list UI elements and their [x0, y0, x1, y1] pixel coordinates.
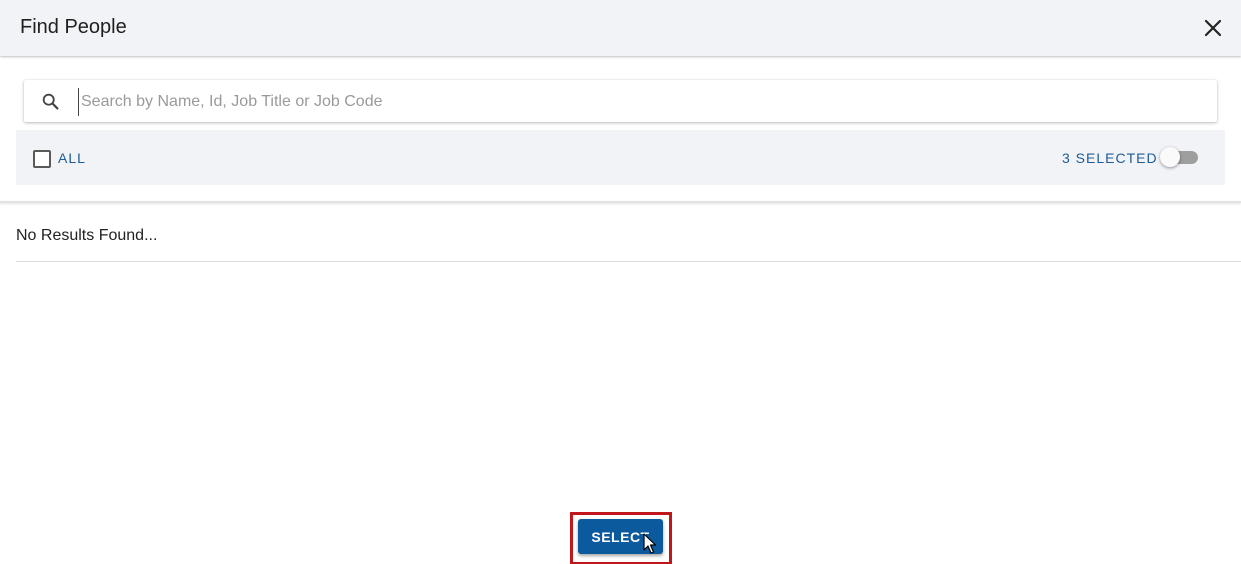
section-divider — [0, 201, 1241, 203]
highlight-outline — [570, 512, 672, 564]
close-icon — [1204, 19, 1222, 37]
select-button[interactable]: SELECT — [578, 519, 663, 554]
select-all-label[interactable]: ALL — [58, 150, 86, 166]
close-button[interactable] — [1201, 16, 1225, 40]
selected-count-label: 3 SELECTED — [1062, 150, 1158, 166]
select-all-checkbox[interactable] — [33, 150, 51, 168]
toggle-thumb — [1160, 147, 1180, 167]
filter-bar: ALL 3 SELECTED — [16, 130, 1225, 185]
results-divider — [16, 261, 1241, 262]
no-results-message: No Results Found... — [16, 227, 158, 244]
show-selected-toggle[interactable] — [1160, 147, 1198, 167]
search-input[interactable] — [78, 88, 1203, 116]
dialog-title: Find People — [20, 16, 127, 38]
dialog-header: Find People — [0, 0, 1241, 56]
search-box — [24, 80, 1217, 122]
search-icon — [42, 93, 59, 110]
